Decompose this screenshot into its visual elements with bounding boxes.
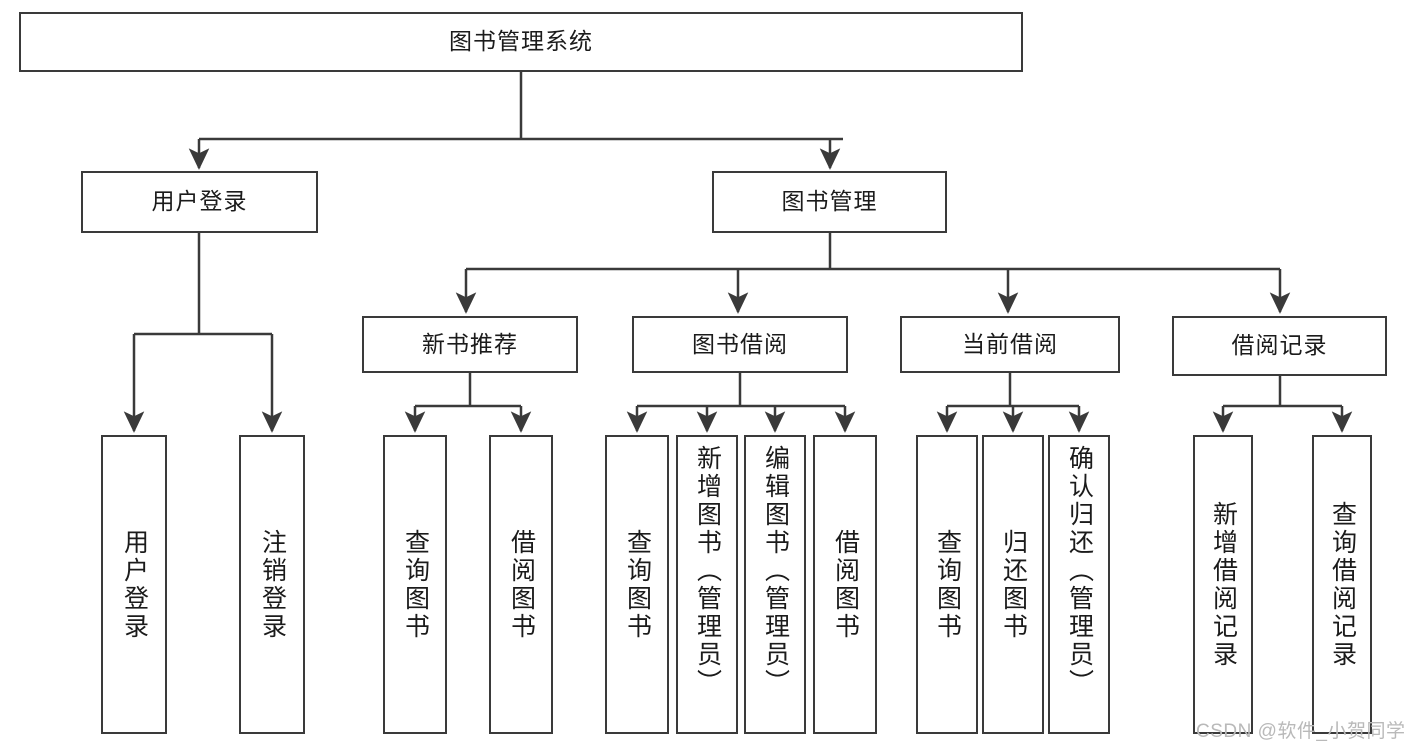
node-new-book-recommend-label: 新书推荐 bbox=[422, 330, 518, 357]
leaf-query-book-2[interactable]: 查询图书 bbox=[605, 435, 669, 734]
leaf-add-borrow-record-label: 新增借阅记录 bbox=[1209, 500, 1238, 669]
node-user-login[interactable]: 用户登录 bbox=[81, 171, 318, 233]
leaf-confirm-return[interactable]: 确认归还（管理员） bbox=[1048, 435, 1110, 734]
leaf-borrow-book-2-label: 借阅图书 bbox=[831, 528, 860, 641]
node-current-borrow-label: 当前借阅 bbox=[962, 330, 1058, 357]
node-root-system-label: 图书管理系统 bbox=[449, 28, 593, 55]
node-root-system[interactable]: 图书管理系统 bbox=[19, 12, 1023, 72]
node-borrow-record-label: 借阅记录 bbox=[1231, 332, 1328, 359]
leaf-logout[interactable]: 注销登录 bbox=[239, 435, 305, 734]
leaf-return-book[interactable]: 归还图书 bbox=[982, 435, 1044, 734]
leaf-add-book[interactable]: 新增图书（管理员） bbox=[676, 435, 738, 734]
node-new-book-recommend[interactable]: 新书推荐 bbox=[362, 316, 578, 373]
leaf-borrow-book-2[interactable]: 借阅图书 bbox=[813, 435, 877, 734]
leaf-query-book-3-label: 查询图书 bbox=[933, 528, 962, 641]
node-book-management[interactable]: 图书管理 bbox=[712, 171, 947, 233]
leaf-add-book-label: 新增图书（管理员） bbox=[693, 445, 722, 697]
leaf-query-book-2-label: 查询图书 bbox=[623, 528, 652, 641]
leaf-query-borrow-record[interactable]: 查询借阅记录 bbox=[1312, 435, 1372, 734]
leaf-query-book-3[interactable]: 查询图书 bbox=[916, 435, 978, 734]
leaf-query-borrow-record-label: 查询借阅记录 bbox=[1328, 500, 1357, 669]
csdn-watermark: CSDN @软件_小贺同学 bbox=[1196, 721, 1405, 742]
leaf-add-borrow-record[interactable]: 新增借阅记录 bbox=[1193, 435, 1253, 734]
leaf-user-login-label: 用户登录 bbox=[120, 528, 149, 641]
node-user-login-label: 用户登录 bbox=[151, 188, 248, 215]
node-book-management-label: 图书管理 bbox=[781, 188, 878, 215]
leaf-edit-book-label: 编辑图书（管理员） bbox=[761, 445, 790, 697]
leaf-confirm-return-label: 确认归还（管理员） bbox=[1065, 445, 1094, 697]
node-borrow-record[interactable]: 借阅记录 bbox=[1172, 316, 1387, 376]
leaf-logout-label: 注销登录 bbox=[258, 528, 287, 641]
leaf-edit-book[interactable]: 编辑图书（管理员） bbox=[744, 435, 806, 734]
leaf-query-book-1[interactable]: 查询图书 bbox=[383, 435, 447, 734]
node-book-borrow[interactable]: 图书借阅 bbox=[632, 316, 848, 373]
leaf-user-login[interactable]: 用户登录 bbox=[101, 435, 167, 734]
leaf-query-book-1-label: 查询图书 bbox=[401, 528, 430, 641]
leaf-borrow-book-1-label: 借阅图书 bbox=[507, 528, 536, 641]
node-book-borrow-label: 图书借阅 bbox=[692, 330, 788, 357]
leaf-borrow-book-1[interactable]: 借阅图书 bbox=[489, 435, 553, 734]
leaf-return-book-label: 归还图书 bbox=[999, 528, 1028, 641]
node-current-borrow[interactable]: 当前借阅 bbox=[900, 316, 1120, 373]
